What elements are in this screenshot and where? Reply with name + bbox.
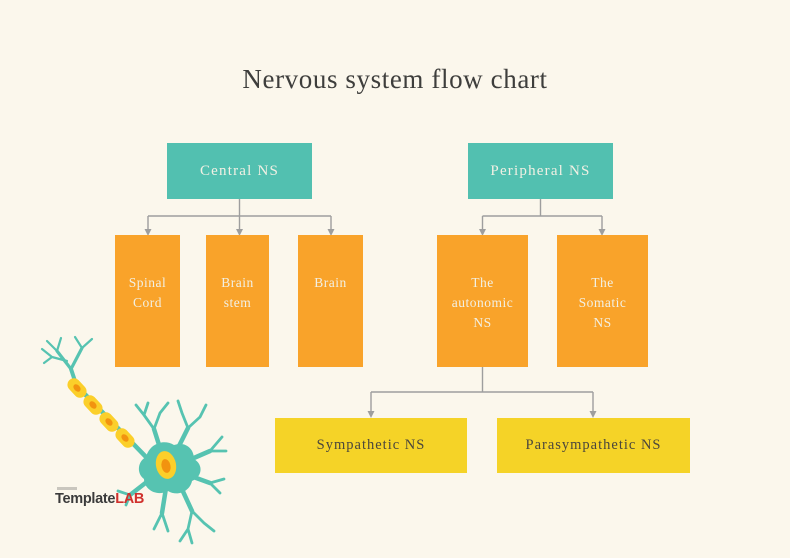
node-label: Central NS [199,162,280,179]
node-autonomic-ns: The autonomic NS [437,235,528,367]
myelin-sheath [67,378,135,448]
arrowheads [144,229,606,418]
node-somatic-ns: The Somatic NS [557,235,648,367]
node-label: The autonomic NS [451,275,514,330]
node-label: Parasympathetic NS [525,437,662,453]
connector-peripheral-branch [481,199,603,229]
arrow-down-icon [598,229,606,236]
node-sympathetic-ns: Sympathetic NS [275,418,467,473]
node-parasympathetic-ns: Parasympathetic NS [497,418,690,473]
logo-text-template: Template [55,491,116,507]
node-label: Brain [314,275,347,290]
node-peripheral-ns: Peripheral NS [468,143,613,199]
page-title: Nervous system flow chart [242,64,548,94]
node-label: Spinal Cord [128,275,167,310]
node-central-ns: Central NS [167,143,312,199]
logo-text-lab: LAB [115,491,145,507]
node-label: Sympathetic NS [316,437,426,453]
connector-central-branch [147,199,332,229]
axon-terminal [40,335,94,389]
arrow-down-icon [589,411,597,418]
logo-fineprint [57,487,77,490]
arrow-down-icon [327,229,335,236]
templatelab-logo: TemplateLAB [55,487,144,507]
neuron-illustration [40,335,228,545]
node-brain-stem: Brain stem [206,235,269,367]
logo-wordmark: TemplateLAB [55,492,144,507]
arrow-down-icon [144,229,152,236]
arrow-down-icon [367,411,375,418]
node-brain: Brain [298,235,363,367]
connector-autonomic-branch [370,367,594,411]
node-label: The Somatic NS [578,275,627,330]
nucleus [155,451,177,479]
node-spinal-cord: Spinal Cord [115,235,180,367]
arrow-down-icon [479,229,486,236]
node-label: Brain stem [221,275,254,310]
dendrites [116,399,228,545]
arrow-down-icon [236,229,243,236]
node-label: Peripheral NS [490,162,591,179]
